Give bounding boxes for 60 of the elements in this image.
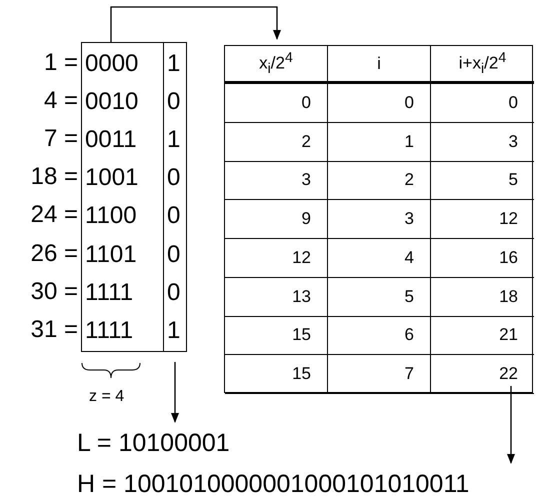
table-cell: 21: [431, 316, 534, 356]
bit-column-box: [163, 42, 187, 352]
bit-string: 0: [166, 278, 182, 308]
column-header: i+x$_{i}$/2$^{4}$: [431, 46, 534, 84]
bit-string: 1111: [84, 316, 134, 346]
arrow: [110, 6, 281, 42]
bit-string: 0: [166, 87, 182, 118]
table-cell: 5: [328, 278, 431, 316]
brace-label: z = 4: [89, 388, 124, 406]
table-cell: 3: [225, 162, 328, 200]
table-cell: 22: [431, 355, 534, 394]
table-cell: 13: [225, 278, 328, 316]
table-cell: 2: [225, 122, 328, 162]
table-cell: 1: [328, 122, 431, 162]
table-cell: 0: [225, 84, 328, 123]
bit-string: 0: [166, 201, 182, 232]
arrow: [507, 386, 515, 464]
table-cell: 3: [328, 200, 431, 239]
column-header: x$_{i}$/2$^{4}$: [225, 46, 328, 84]
table-cell: 4: [328, 239, 431, 278]
arrow: [171, 362, 179, 423]
table-cell: 15: [225, 355, 328, 394]
bit-string: 1100: [84, 201, 138, 232]
code-string: L = 10100001: [77, 428, 230, 458]
bit-string: 0000: [84, 49, 140, 79]
bit-string: 1: [166, 49, 182, 79]
bit-string: 0: [166, 163, 182, 194]
table-cell: 16: [431, 239, 534, 278]
table-cell: 0: [431, 84, 534, 123]
bit-string: 1001: [84, 163, 140, 194]
bit-column-box: [81, 42, 164, 352]
table-cell: 9: [225, 200, 328, 239]
table-cell: 18: [431, 278, 534, 316]
table-frame: [224, 45, 533, 393]
bit-string: 1111: [84, 278, 134, 308]
table-cell: 6: [328, 316, 431, 356]
table-cell: 5: [431, 162, 534, 200]
table-cell: 15: [225, 316, 328, 356]
bit-string: 0010: [84, 87, 140, 118]
number-label: 1 =: [44, 48, 78, 78]
table-cell: 7: [328, 355, 431, 394]
number-label: 26 =: [30, 238, 78, 268]
table-cell: 3: [431, 122, 534, 162]
number-label: 30 =: [30, 276, 78, 307]
table-cell: 0: [328, 84, 431, 123]
number-label: 24 =: [30, 200, 78, 230]
number-label: 4 =: [44, 86, 78, 116]
bit-string: 1101: [84, 240, 138, 270]
table-cell: 12: [225, 239, 328, 278]
table-cell: 2: [328, 162, 431, 200]
bit-string: 0011: [84, 125, 138, 156]
table-cell: 12: [431, 200, 534, 239]
number-label: 7 =: [44, 124, 78, 154]
column-header: i: [328, 46, 431, 84]
number-label: 18 =: [30, 162, 78, 192]
bit-string: 1: [166, 316, 182, 346]
number-label: 31 =: [30, 314, 78, 345]
bit-string: 0: [166, 240, 182, 270]
code-string: H = 1001010000001000101010011: [77, 469, 470, 499]
bit-string: 1: [166, 125, 182, 156]
